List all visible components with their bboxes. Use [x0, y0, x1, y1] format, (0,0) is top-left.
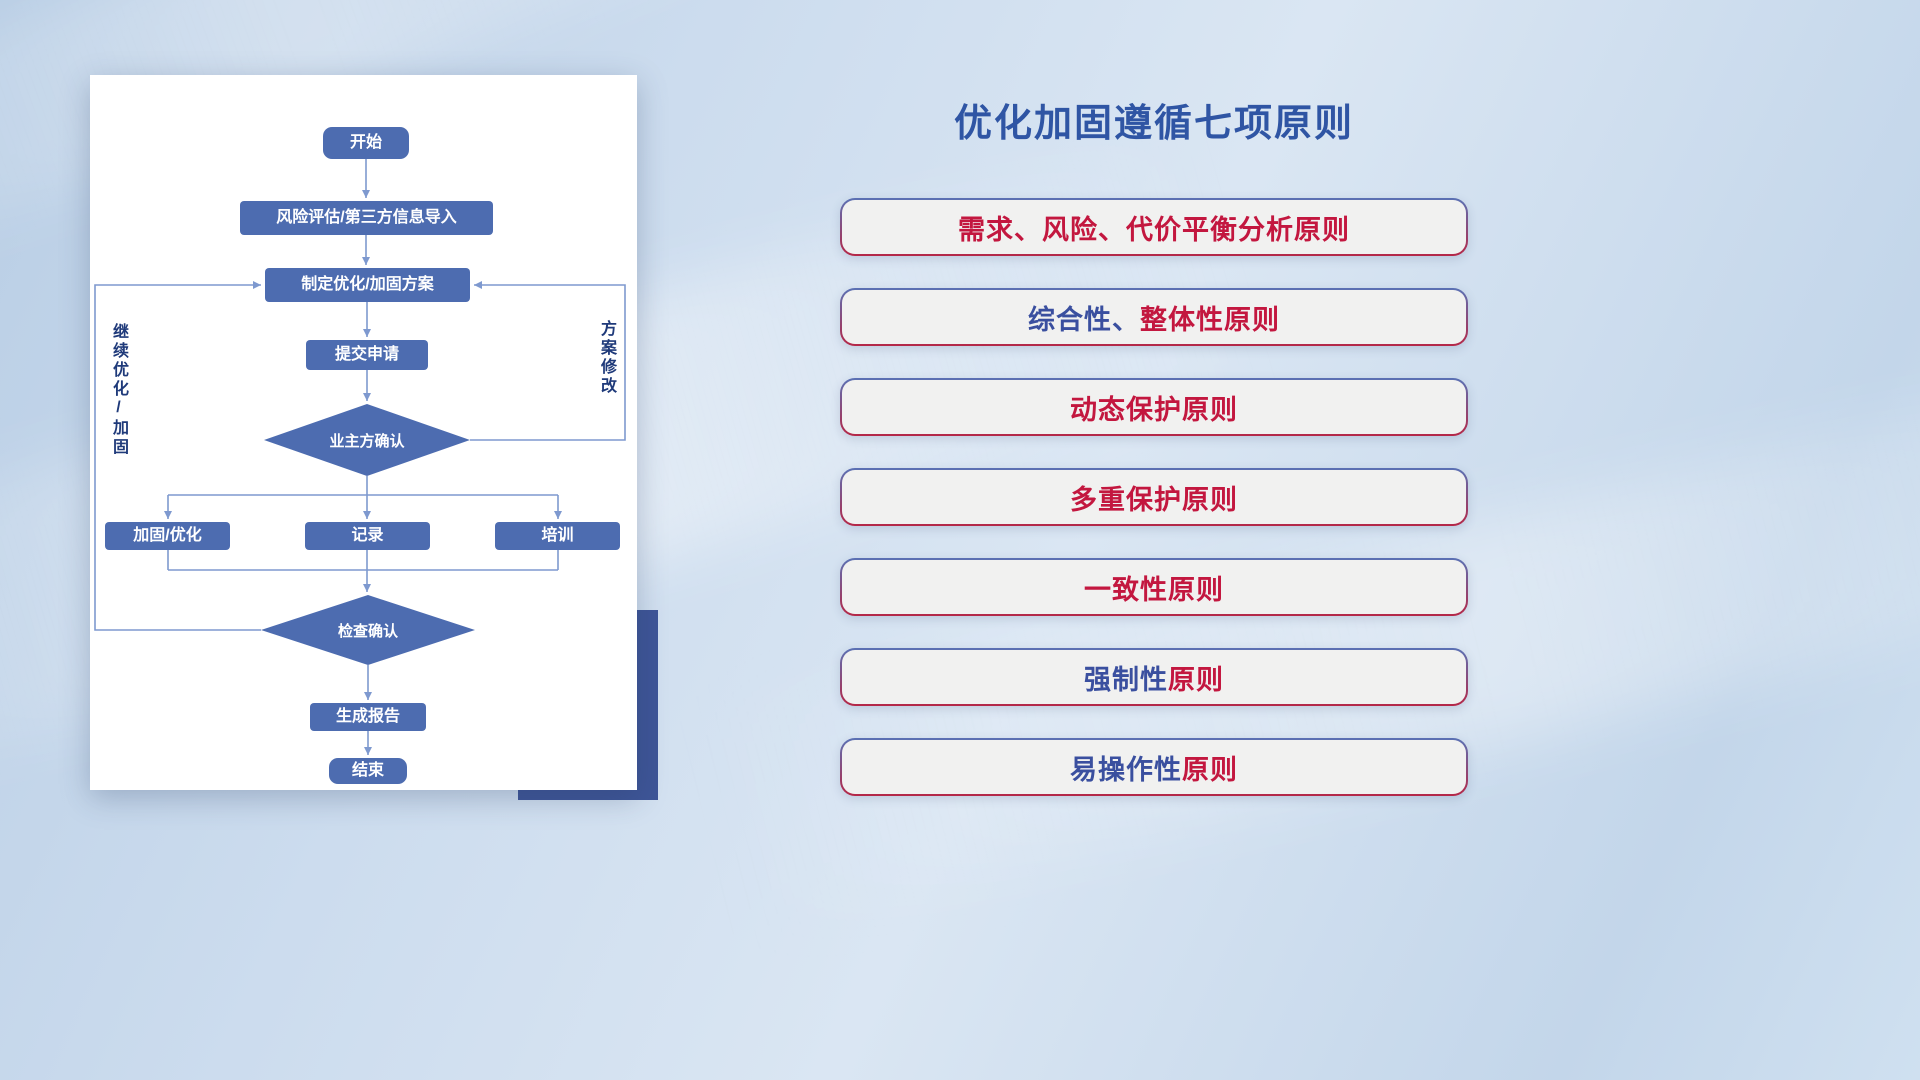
flow-decision-check-confirm: 检查确认	[337, 622, 398, 640]
principle-text: 一致性原则	[1084, 568, 1224, 607]
principle-text: 需求、风险、代价平衡分析原则	[958, 208, 1350, 247]
loop-label-continue-optimization: 继续优化/加固	[110, 323, 127, 457]
flow-decision-owner-confirm: 业主方确认	[329, 432, 405, 450]
principle-text: 动态保护原则	[1070, 388, 1238, 427]
principle-pill-inner: 动态保护原则	[842, 380, 1466, 434]
flow-node-make-plan: 制定优化/加固方案	[265, 268, 470, 302]
flow-node-record: 记录	[305, 522, 430, 550]
principle-segment: 原则	[1182, 754, 1238, 785]
principle-text: 强制性原则	[1084, 658, 1224, 697]
principle-pill-inner: 综合性、整体性原则	[842, 290, 1466, 344]
principle-pill-inner: 需求、风险、代价平衡分析原则	[842, 200, 1466, 254]
principle-text: 综合性、整体性原则	[1028, 298, 1280, 337]
principle-pill: 一致性原则	[840, 558, 1468, 616]
flow-node-reinforce-optimize: 加固/优化	[105, 522, 230, 550]
page-title: 优化加固遵循七项原则	[953, 103, 1354, 145]
principles-list: 需求、风险、代价平衡分析原则 综合性、整体性原则 动态保护原则 多重保护原则 一…	[840, 198, 1468, 796]
principle-segment: 强制性	[1084, 664, 1168, 695]
principle-pill-inner: 多重保护原则	[842, 470, 1466, 524]
principle-pill: 需求、风险、代价平衡分析原则	[840, 198, 1468, 256]
principles-panel: 优化加固遵循七项原则 需求、风险、代价平衡分析原则 综合性、整体性原则 动态保护…	[840, 92, 1468, 796]
flow-node-submit-application: 提交申请	[306, 340, 428, 370]
flow-node-start: 开始	[323, 127, 409, 159]
principle-segment: 多重保护原则	[1070, 484, 1238, 515]
principle-pill-inner: 易操作性原则	[842, 740, 1466, 794]
principle-segment: 综合性、	[1028, 304, 1140, 335]
principle-pill-inner: 强制性原则	[842, 650, 1466, 704]
principle-segment: 动态保护原则	[1070, 394, 1238, 425]
flow-node-training: 培训	[495, 522, 620, 550]
principle-pill: 易操作性原则	[840, 738, 1468, 796]
principle-pill: 综合性、整体性原则	[840, 288, 1468, 346]
principle-segment: 易操作性	[1070, 754, 1182, 785]
principle-pill-inner: 一致性原则	[842, 560, 1466, 614]
flowchart-card: 开始 风险评估/第三方信息导入 制定优化/加固方案 提交申请 业主方确认 加固/…	[90, 75, 637, 790]
principle-segment: 需求、风险、代价平衡分析原则	[958, 214, 1350, 245]
principle-pill: 强制性原则	[840, 648, 1468, 706]
loop-label-plan-modification: 方案修改	[598, 320, 615, 396]
flow-node-end: 结束	[329, 758, 407, 784]
flow-node-generate-report: 生成报告	[310, 703, 426, 731]
principle-segment: 整体性原则	[1140, 304, 1280, 335]
principle-text: 易操作性原则	[1070, 748, 1238, 787]
principle-segment: 一致性原则	[1084, 574, 1224, 605]
flow-connectors	[94, 159, 626, 755]
flow-node-risk-assessment: 风险评估/第三方信息导入	[240, 201, 493, 235]
principle-pill: 多重保护原则	[840, 468, 1468, 526]
principle-pill: 动态保护原则	[840, 378, 1468, 436]
principle-text: 多重保护原则	[1070, 478, 1238, 517]
principle-segment: 原则	[1168, 664, 1224, 695]
